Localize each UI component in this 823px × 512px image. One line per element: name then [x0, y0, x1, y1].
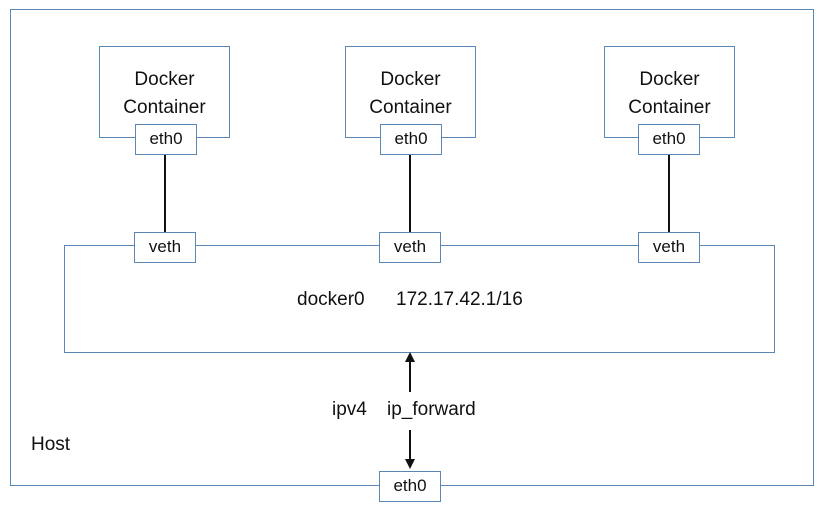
docker-container-1: Docker Container	[99, 46, 230, 138]
container-3-link	[668, 155, 670, 232]
container-2-title-line1: Docker	[380, 69, 441, 90]
bridge-name: docker0	[297, 289, 365, 310]
container-2-eth0: eth0	[380, 124, 442, 155]
container-3-title-line1: Docker	[639, 69, 700, 90]
forward-arrow-up-shaft	[409, 362, 411, 392]
container-1-title-line2: Container	[123, 97, 206, 118]
host-eth0: eth0	[379, 471, 441, 502]
container-3-veth: veth	[638, 232, 700, 263]
container-2-title-line2: Container	[369, 97, 452, 118]
container-2-link	[409, 155, 411, 232]
docker-container-2: Docker Container	[345, 46, 476, 138]
docker-container-3: Docker Container	[604, 46, 735, 138]
container-1-eth0: eth0	[135, 124, 197, 155]
container-2-veth: veth	[379, 232, 441, 263]
container-3-title-line2: Container	[628, 97, 711, 118]
container-1-veth: veth	[134, 232, 196, 263]
forward-arrow-down-icon	[405, 459, 415, 469]
host-label: Host	[31, 434, 71, 455]
container-3-eth0: eth0	[638, 124, 700, 155]
container-1-link	[164, 155, 166, 232]
forward-arrow-down-shaft	[409, 430, 411, 460]
forward-proto: ipv4	[332, 399, 367, 420]
forward-setting: ip_forward	[387, 399, 476, 420]
container-1-title-line1: Docker	[134, 69, 195, 90]
forward-arrow-up-icon	[405, 352, 415, 362]
bridge-address: 172.17.42.1/16	[396, 289, 523, 310]
